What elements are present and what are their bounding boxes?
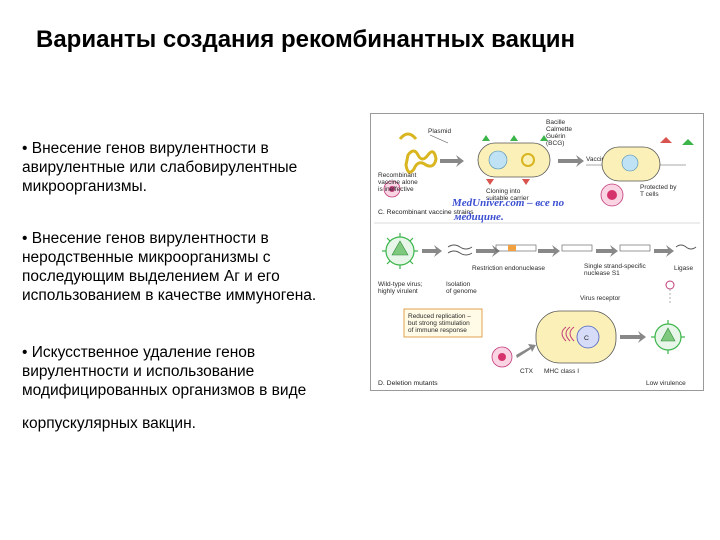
genome-strand-icon [675, 244, 697, 250]
genome-strand-icon [447, 250, 473, 256]
arrow-icon [422, 245, 442, 257]
plasmid-ring-icon [521, 153, 535, 167]
ctx-label: CTX [520, 368, 534, 375]
spike-icon [386, 237, 391, 242]
virus-entry-icon [561, 326, 575, 342]
nucleus-icon [498, 353, 506, 361]
antigen-icon [540, 135, 548, 141]
bullet-3: • Искусственное удаление генов вирулентн… [22, 343, 306, 400]
nucleus-c-label: C [584, 335, 589, 342]
bullet-3-line-3: модифицированных организмов в виде [22, 382, 307, 399]
nucleus-icon [389, 186, 395, 192]
bullet-2-line-3: последующим выделением Аг и его [22, 268, 280, 285]
nucleus-icon [576, 325, 600, 349]
antigen-icon [482, 135, 490, 141]
cloning-label-line-1: Cloning into [486, 188, 521, 195]
panel-c-caption: C. Recombinant vaccine strains [378, 209, 474, 216]
page-title: Варианты создания рекомбинантных вакцин [36, 26, 575, 53]
reduced-label-line-2: but strong stimulation [408, 320, 470, 327]
bullet-2-line-1: • Внесение генов вирулентности в [22, 230, 269, 247]
cloning-label-line-2: suitable carrier [486, 195, 529, 202]
plasmid-pointer [429, 134, 449, 144]
trailing-text: корпускулярных вакцин. [22, 415, 196, 432]
dna-blob-icon [488, 150, 508, 170]
bullet-2: • Внесение генов вирулентности в неродст… [22, 229, 316, 305]
watermark-line-1: MedUniver.com – все по [451, 197, 565, 209]
antigen-icon [486, 179, 494, 185]
recombinant-label-line-3: is ineffective [378, 186, 414, 193]
bullet-2-line-4: использованием в качестве иммуногена. [22, 287, 317, 304]
genome-strand-icon [447, 244, 473, 250]
vaccine-figure: Plasmid Bacille Calmette Guérin (BCG) Va… [370, 113, 704, 391]
wild-type-label-line-2: highly virulent [378, 288, 418, 295]
arrow-icon [654, 245, 674, 257]
bullet-1: • Внесение генов вирулентности в авируле… [22, 139, 297, 196]
reduced-label-line-3: of immune response [408, 327, 467, 334]
single-strand-label-line-1: Single strand-specific [584, 263, 647, 270]
low-virulence-label: Low virulence [646, 380, 686, 387]
arrow-icon [538, 245, 560, 257]
wild-type-label-line-1: Wild-type virus; [378, 281, 423, 288]
protected-label-line-2: T cells [640, 191, 659, 198]
arrow-icon [620, 331, 646, 343]
antigen-icon [682, 139, 694, 145]
single-strand-label-line-2: nuclease S1 [584, 270, 620, 277]
vaccine-diagram: Plasmid Bacille Calmette Guérin (BCG) Va… [370, 113, 704, 391]
arrow-icon [558, 155, 584, 167]
dna-blob-icon [621, 154, 639, 172]
watermark-line-2: медицине. [453, 211, 504, 223]
mhc-label: MHC class I [544, 368, 579, 375]
panel-c: Plasmid Bacille Calmette Guérin (BCG) Va… [378, 119, 694, 223]
restriction-label: Restriction endonuclease [472, 265, 545, 272]
arrow-icon [596, 245, 618, 257]
bcg-label-line-2: Calmette [546, 126, 572, 133]
capsid-icon [660, 327, 676, 342]
antigen-icon [510, 135, 518, 141]
virulence-gene-icon [508, 245, 516, 251]
bullet-1-line-1: • Внесение генов вирулентности в [22, 140, 269, 157]
reduced-label-line-1: Reduced replication – [408, 313, 471, 320]
bullet-1-line-2: авирулентные или слабовирулентные [22, 159, 298, 176]
plasmid-icon [404, 149, 438, 174]
reduced-replication-box [403, 308, 483, 338]
isolation-label-line-1: Isolation [446, 281, 471, 288]
virus-receptor-label: Virus receptor [580, 295, 621, 302]
bcg-label-line-1: Bacille [546, 119, 566, 126]
dna-fragment-icon [619, 244, 651, 252]
capsid-icon [391, 240, 409, 256]
nucleus-icon [607, 190, 617, 200]
protected-label-line-1: Protected by [640, 184, 677, 191]
panel-d-caption: D. Deletion mutants [378, 380, 438, 387]
bullet-3-line-2: вирулентности и использование [22, 363, 255, 380]
plasmid-label: Plasmid [428, 128, 452, 135]
plasmid-strand-icon [398, 132, 418, 140]
dna-fragment-icon [561, 244, 593, 252]
spike-icon [386, 260, 391, 265]
recombinant-label-line-1: Recombinant [378, 172, 416, 179]
panel-d: Restriction endonuclease Single strand-s… [378, 233, 697, 387]
bcg-label-line-3: Guérin [546, 133, 566, 140]
bullet-1-line-3: микроорганизмы. [22, 178, 147, 195]
spike-icon [409, 237, 414, 242]
isolation-label-line-2: of genome [446, 288, 477, 295]
antigen-icon [522, 179, 530, 185]
arrow-icon [440, 155, 464, 167]
host-cell-icon [535, 310, 617, 364]
recombinant-label-line-2: vaccine alone [378, 179, 418, 186]
bcg-label-line-4: (BCG) [546, 140, 564, 147]
bullet-2-line-2: неродственные микроорганизмы с [22, 249, 271, 266]
ligase-label: Ligase [674, 265, 694, 272]
arrow-icon [476, 245, 500, 257]
antigen-icon [660, 137, 672, 143]
arrow-icon [516, 344, 536, 358]
spike-icon [409, 260, 414, 265]
bullet-3-line-1: • Искусственное удаление генов [22, 344, 256, 361]
